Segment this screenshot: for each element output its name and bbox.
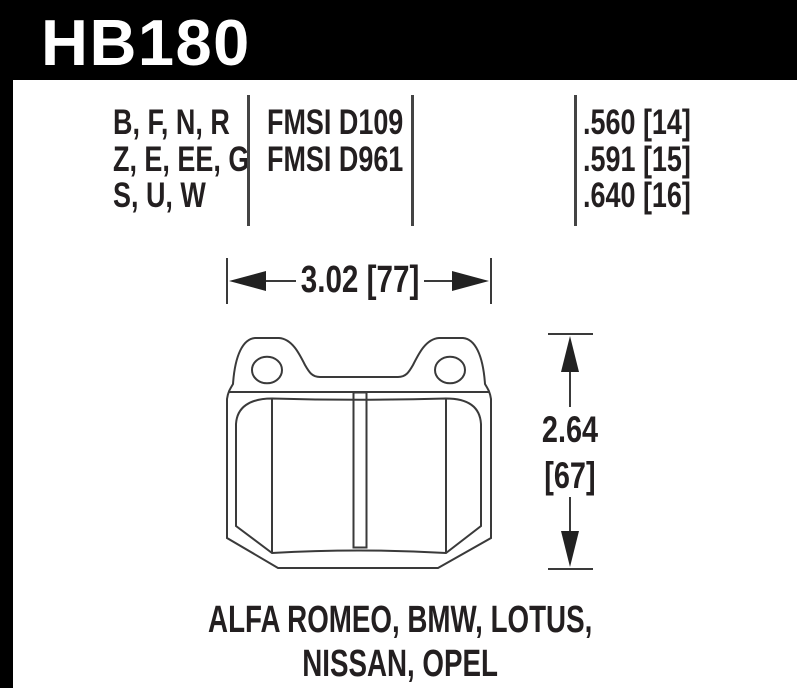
compound-row-3: S, U, W [113, 176, 206, 215]
pad-center-slot [352, 391, 368, 549]
fmsi-row-2: FMSI D961 [267, 139, 404, 179]
width-arrow-right-icon [452, 271, 489, 291]
thickness-row-2: .591 [15] [583, 139, 691, 179]
compound-row-2: Z, E, EE, G [113, 139, 250, 179]
left-edge-strip [0, 0, 13, 688]
thickness-row-1: .560 [14] [583, 103, 691, 142]
applications-line-1: ALFA ROMEO, BMW, LOTUS, [207, 599, 593, 641]
width-arrow-left-icon [229, 271, 266, 291]
fmsi-row-1: FMSI D109 [267, 103, 404, 142]
height-arrow-up-icon [561, 336, 579, 372]
height-dimension-inches: 2.64 [541, 409, 599, 450]
part-number-banner: HB180 [0, 0, 797, 80]
width-dimension-label: 3.02 [77] [300, 259, 420, 301]
pad-outer-outline [226, 337, 492, 569]
applications-line-2: NISSAN, OPEL [302, 643, 498, 685]
height-dimension-mm: [67] [544, 455, 596, 496]
part-number: HB180 [41, 6, 251, 79]
pad-hole-right [434, 355, 466, 385]
compound-row-1: B, F, N, R [113, 103, 230, 142]
height-arrow-down-icon [561, 531, 579, 567]
pad-hole-left [251, 355, 283, 385]
thickness-row-3: .640 [16] [583, 176, 691, 215]
pad-friction-outline [235, 397, 482, 555]
